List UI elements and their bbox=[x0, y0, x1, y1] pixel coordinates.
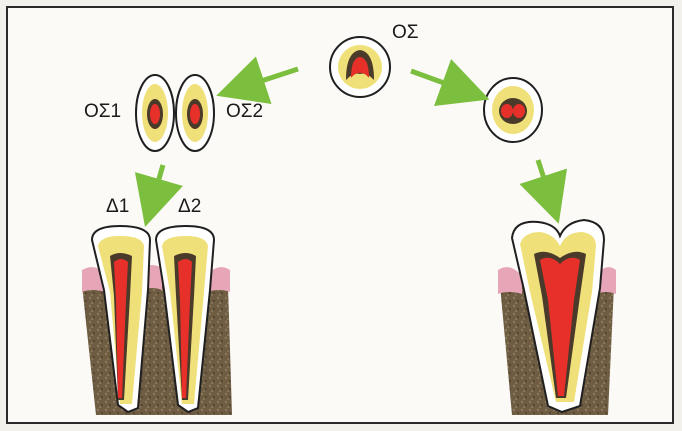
fused-tooth bbox=[498, 220, 616, 415]
split-tooth-right bbox=[176, 75, 214, 151]
label-split-left: ΟΣ1 bbox=[84, 101, 121, 123]
label-tooth-2: Δ2 bbox=[178, 196, 201, 218]
separated-teeth bbox=[82, 226, 232, 415]
label-tooth-1: Δ1 bbox=[106, 196, 129, 218]
arrow-to-fused bbox=[411, 71, 466, 91]
arrow-to-fused-tooth bbox=[538, 160, 551, 200]
label-original-tooth: ΟΣ bbox=[392, 22, 419, 44]
fused-tooth-section bbox=[484, 78, 542, 142]
original-tooth-section bbox=[330, 37, 390, 97]
split-tooth-left bbox=[136, 75, 174, 151]
label-split-right: ΟΣ2 bbox=[226, 101, 263, 123]
arrow-to-split bbox=[240, 69, 298, 88]
arrow-to-teeth bbox=[152, 165, 163, 203]
